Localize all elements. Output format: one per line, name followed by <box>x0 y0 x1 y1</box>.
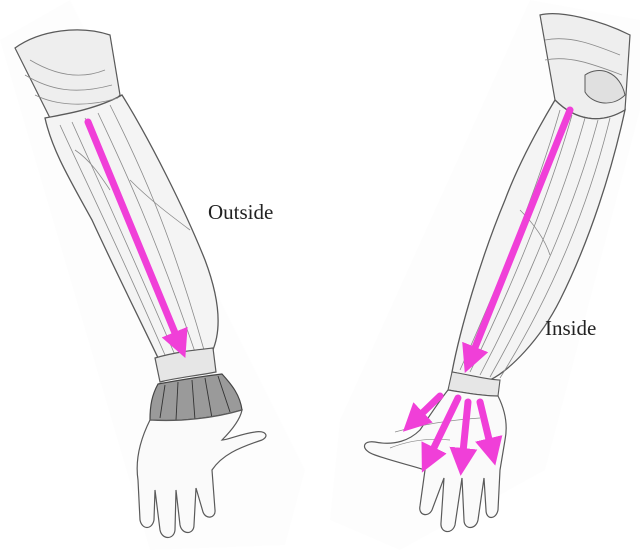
inside-label: Inside <box>545 316 596 341</box>
inside-forearm-drawing <box>330 0 640 550</box>
outside-label: Outside <box>208 200 273 225</box>
